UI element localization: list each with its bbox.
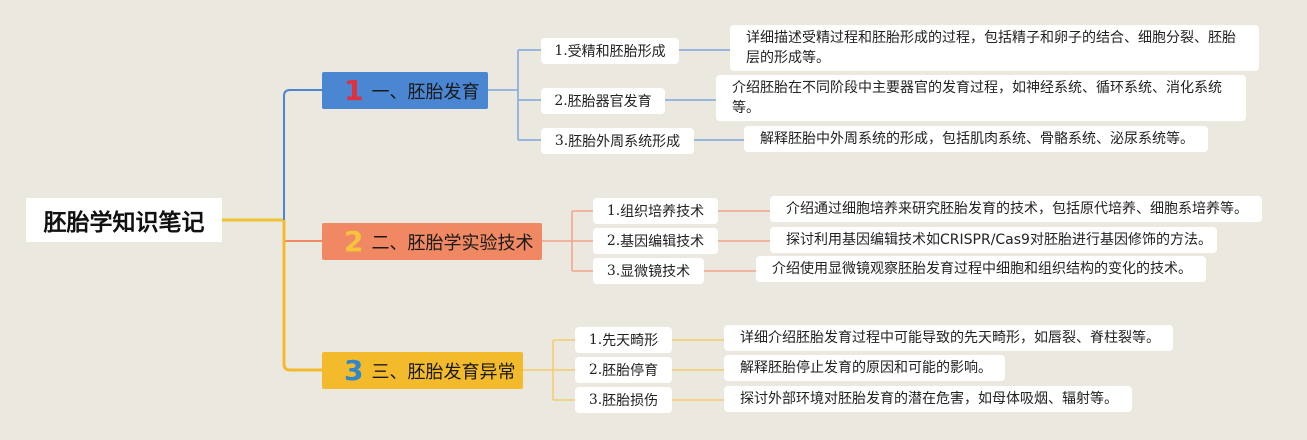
subtopic-label: 胚胎停育 bbox=[602, 363, 659, 379]
branch-developmental-abnormalities[interactable]: 3 三、胚胎发育异常 bbox=[322, 352, 523, 389]
subtopic-number: 1. bbox=[606, 203, 621, 219]
subtopic-number: 3. bbox=[588, 392, 603, 408]
subtopic-gene-editing[interactable]: 2. 基因编辑技术 bbox=[593, 228, 718, 254]
branch-number-badge: 2 bbox=[344, 224, 364, 258]
note-fertilization[interactable]: 详细描述受精过程和胚胎形成的过程，包括精子和卵子的结合、细胞分裂、胚胎层的形成等… bbox=[730, 25, 1259, 71]
note-tissue-culture[interactable]: 介绍通过细胞培养来研究胚胎发育的技术，包括原代培养、细胞系培养等。 bbox=[770, 196, 1262, 222]
branch-lab-techniques[interactable]: 2 二、胚胎学实验技术 bbox=[322, 223, 542, 260]
subtopic-label: 先天畸形 bbox=[602, 333, 659, 349]
note-microscopy[interactable]: 介绍使用显微镜观察胚胎发育过程中细胞和组织结构的变化的技术。 bbox=[756, 256, 1206, 282]
branch-label: 二、胚胎学实验技术 bbox=[371, 232, 534, 254]
subtopic-number: 2. bbox=[606, 233, 621, 249]
subtopic-number: 3. bbox=[554, 133, 569, 149]
subtopic-label: 基因编辑技术 bbox=[620, 234, 705, 250]
root-to-branch-1-line bbox=[283, 89, 322, 220]
branch-label: 三、胚胎发育异常 bbox=[371, 361, 516, 383]
subtopic-organ-development[interactable]: 2. 胚胎器官发育 bbox=[541, 88, 665, 114]
branch-number-badge: 3 bbox=[344, 353, 364, 387]
branch-embryo-development[interactable]: 1 一、胚胎发育 bbox=[322, 72, 488, 109]
root-to-branch-3-line bbox=[282, 220, 322, 372]
note-embryo-damage[interactable]: 探讨外部环境对胚胎发育的潜在危害，如母体吸烟、辐射等。 bbox=[724, 386, 1132, 412]
subtopic-microscopy[interactable]: 3. 显微镜技术 bbox=[593, 258, 704, 284]
subtopic-label: 组织培养技术 bbox=[620, 204, 705, 220]
subtopic-tissue-culture[interactable]: 1. 组织培养技术 bbox=[593, 198, 718, 224]
subtopic-label: 胚胎外周系统形成 bbox=[568, 134, 681, 150]
note-peripheral-systems[interactable]: 解释胚胎中外周系统的形成，包括肌肉系统、骨骼系统、泌尿系统等。 bbox=[744, 126, 1208, 152]
subtopic-label: 显微镜技术 bbox=[620, 264, 691, 280]
subtopic-number: 2. bbox=[588, 362, 603, 378]
subtopic-peripheral-systems[interactable]: 3. 胚胎外周系统形成 bbox=[541, 128, 694, 154]
branch-number-badge: 1 bbox=[344, 73, 364, 107]
note-congenital-malformations[interactable]: 详细介绍胚胎发育过程中可能导致的先天畸形，如唇裂、脊柱裂等。 bbox=[724, 325, 1173, 351]
subtopic-number: 1. bbox=[588, 332, 603, 348]
subtopic-embryo-damage[interactable]: 3. 胚胎损伤 bbox=[575, 387, 672, 413]
subtopic-congenital-malformations[interactable]: 1. 先天畸形 bbox=[575, 327, 672, 353]
subtopic-label: 胚胎损伤 bbox=[602, 393, 659, 409]
root-to-branch-2-line bbox=[283, 220, 322, 242]
subtopic-number: 1. bbox=[554, 43, 568, 59]
branch-label: 一、胚胎发育 bbox=[371, 81, 480, 103]
root-topic[interactable]: 胚胎学知识笔记 bbox=[26, 198, 222, 242]
subtopic-number: 3. bbox=[606, 263, 621, 279]
subtopic-label: 胚胎器官发育 bbox=[567, 94, 652, 110]
note-embryo-arrest[interactable]: 解释胚胎停止发育的原因和可能的影响。 bbox=[724, 355, 1005, 381]
subtopic-fertilization[interactable]: 1. 受精和胚胎形成 bbox=[541, 38, 679, 64]
note-gene-editing[interactable]: 探讨利用基因编辑技术如CRISPR/Cas9对胚胎进行基因修饰的方法。 bbox=[770, 227, 1217, 253]
subtopic-embryo-arrest[interactable]: 2. 胚胎停育 bbox=[575, 357, 672, 383]
subtopic-label: 受精和胚胎形成 bbox=[567, 44, 666, 60]
note-organ-development[interactable]: 介绍胚胎在不同阶段中主要器官的发育过程，如神经系统、循环系统、消化系统等。 bbox=[716, 75, 1246, 121]
subtopic-number: 2. bbox=[554, 93, 568, 109]
